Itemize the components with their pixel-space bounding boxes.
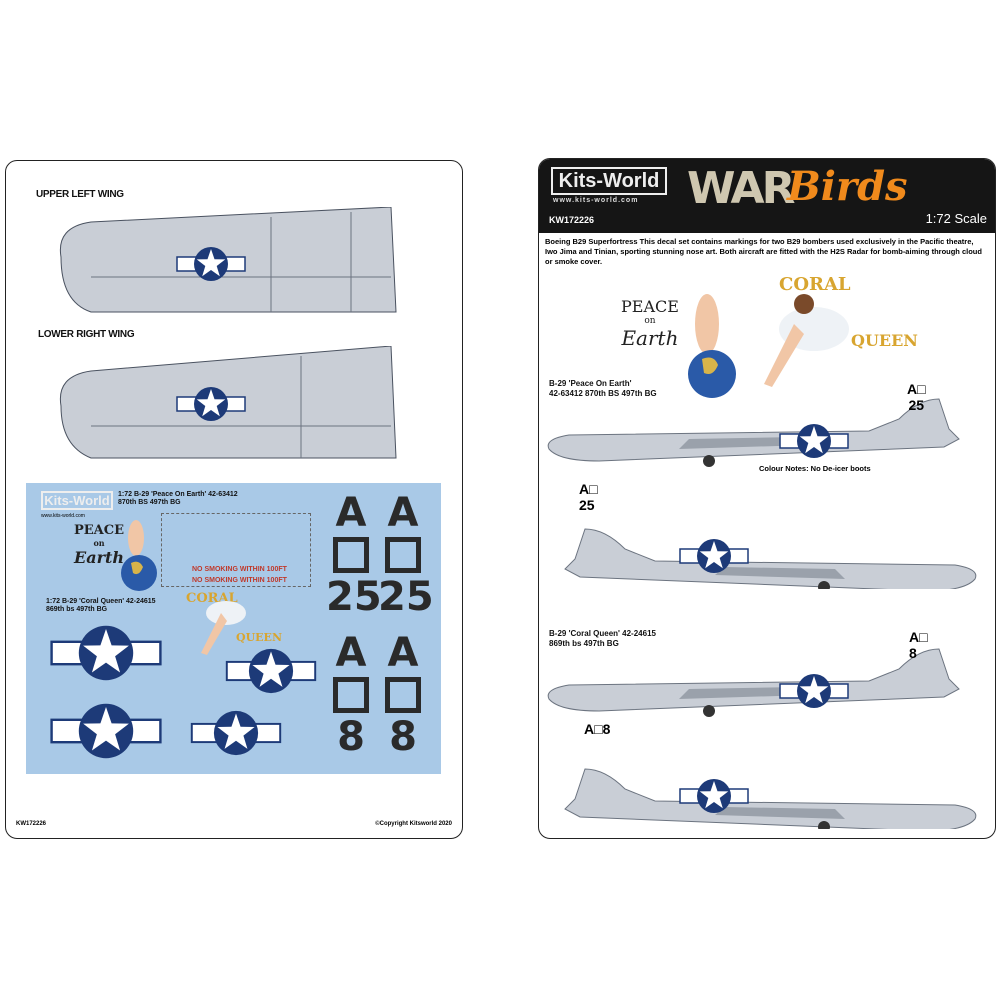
header-banner: Kits-World www.kits-world.com KW172226 W… [539, 159, 995, 233]
lower-right-wing-label: LOWER RIGHT WING [38, 329, 135, 340]
war-title: WAR [687, 163, 795, 214]
peace-aircraft-caption: B-29 'Peace On Earth'42-63412 870th BS 4… [549, 379, 657, 398]
logo-url: www.kits-world.com [41, 513, 85, 519]
pinup-on-globe-art [688, 294, 736, 398]
tail-code: A□25 [907, 381, 926, 413]
kits-world-logo: Kits-World [551, 167, 667, 195]
coral-queen-starboard-profile [547, 648, 960, 717]
footer-code: KW172226 [16, 821, 47, 827]
tail-code: A□25 [579, 481, 598, 513]
square-icon [385, 677, 421, 713]
tail-code: A□8 [584, 721, 611, 737]
product-code: KW172226 [549, 215, 595, 225]
pinup-on-cloud-art [764, 294, 849, 387]
pinup-on-cloud-art [201, 601, 246, 655]
tail-code: A□8 [909, 629, 928, 661]
queen-art: QUEEN [236, 631, 282, 644]
birds-title: Birds [787, 163, 908, 210]
aircraft-profile-sheet: Kits-World www.kits-world.com KW172226 W… [538, 158, 996, 839]
scale-label: 1:72 Scale [925, 211, 987, 226]
logo-url: www.kits-world.com [553, 197, 639, 204]
copyright: ©Copyright Kitsworld 2020 [375, 821, 452, 827]
peace-on-earth-port-profile [564, 528, 977, 589]
square-icon [385, 537, 421, 573]
description: Boeing B29 Superfortress This decal set … [545, 237, 982, 266]
pinup-on-globe-art [121, 520, 157, 591]
square-icon [333, 537, 369, 573]
wing-decal-sheet: UPPER LEFT WING LOWER RIGHT WING Kits-Wo… [5, 160, 463, 839]
lower-right-wing-drawing [59, 346, 397, 459]
square-icon [333, 677, 369, 713]
decal-sheet: Kits-World www.kits-world.com 1:72 B-29 … [26, 483, 441, 774]
upper-left-wing-label: UPPER LEFT WING [36, 189, 124, 200]
kits-world-logo: Kits-World [41, 491, 113, 510]
insignia-decals [50, 624, 317, 760]
coral-queen-port-profile [564, 768, 977, 829]
queen-art: QUEEN [851, 331, 918, 350]
upper-left-wing-drawing [59, 207, 397, 313]
coral-art: CORAL [779, 274, 851, 295]
colour-notes: Colour Notes: No De-icer boots [759, 464, 871, 473]
peace-on-earth-starboard-profile [547, 398, 960, 467]
